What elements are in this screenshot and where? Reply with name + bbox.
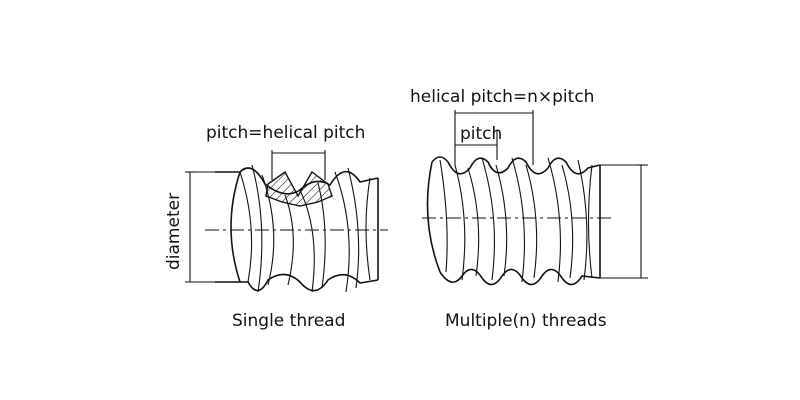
helical-pitch-label: helical pitch=n×pitch (410, 87, 594, 107)
diameter-label: diameter (164, 193, 184, 270)
multiple-thread-caption: Multiple(n) threads (445, 311, 607, 331)
helical-pitch-dimension (454, 110, 534, 165)
single-thread-screw (205, 164, 388, 293)
inner-pitch-dimension (455, 130, 498, 160)
multiple-thread-screw (422, 156, 612, 286)
diameter-dimension (185, 171, 248, 283)
left-pitch-dimension (271, 150, 326, 180)
inner-pitch-label: pitch (460, 124, 502, 144)
right-diameter-dimension (600, 164, 648, 279)
single-thread-caption: Single thread (232, 311, 345, 331)
left-pitch-label: pitch=helical pitch (206, 123, 365, 143)
